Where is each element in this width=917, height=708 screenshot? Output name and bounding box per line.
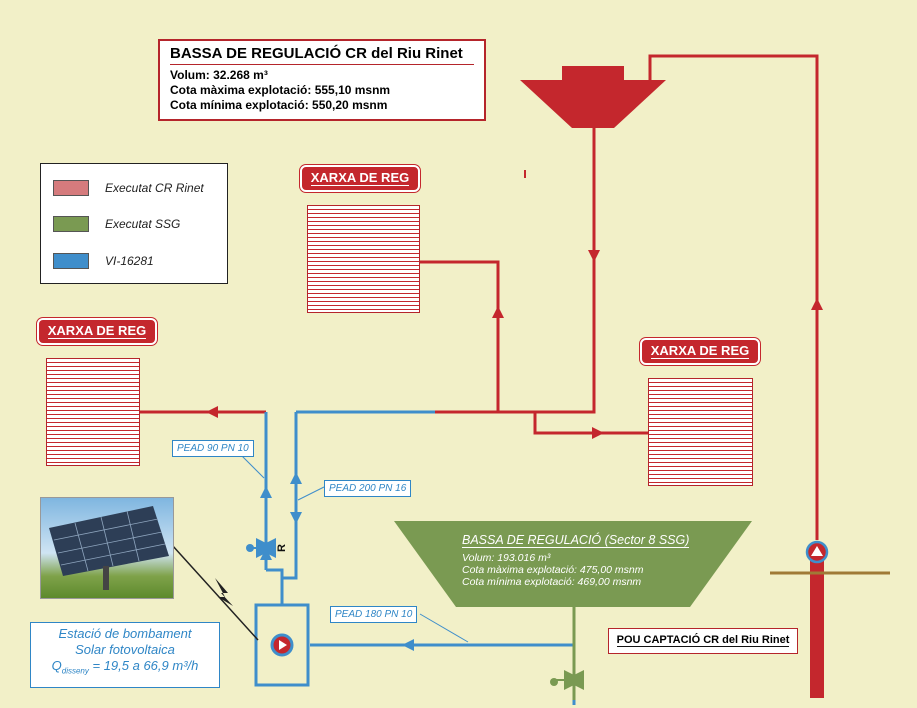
xarxa-grid-right xyxy=(648,378,753,486)
bassa-rinet-info: BASSA DE REGULACIÓ CR del Riu Rinet Volu… xyxy=(158,39,486,121)
valve-icon xyxy=(246,538,276,558)
bassa-rinet-title: BASSA DE REGULACIÓ CR del Riu Rinet xyxy=(170,45,474,65)
pou-pipe xyxy=(810,548,824,698)
lightning-icon xyxy=(215,578,233,606)
xarxa-label-right-text: XARXA DE REG xyxy=(650,343,750,359)
estacio-q: Q xyxy=(51,658,62,673)
callout-pead90: PEAD 90 PN 10 xyxy=(172,440,254,457)
pou-pump-arrow-icon xyxy=(811,546,823,556)
pump-arrow-icon xyxy=(279,640,287,650)
estacio-q-sub: disseny xyxy=(61,666,89,676)
legend-label: Executat SSG xyxy=(105,217,181,231)
legend-label: VI-16281 xyxy=(105,254,154,268)
callout-pead200: PEAD 200 PN 16 xyxy=(324,480,412,497)
xarxa-label-top: XARXA DE REG xyxy=(300,165,420,192)
solar-panel-illustration xyxy=(49,506,169,590)
xarxa-label-top-text: XARXA DE REG xyxy=(310,170,410,186)
bassa-rinet-tank-top xyxy=(562,66,624,80)
callout-pead180: PEAD 180 PN 10 xyxy=(330,606,418,623)
red-arrows xyxy=(206,250,823,439)
estacio-line1: Estació de bombament xyxy=(58,626,192,641)
xarxa-label-right: XARXA DE REG xyxy=(640,338,760,365)
estacio-line3: Qdisseny = 19,5 a 66,9 m³/h xyxy=(31,658,219,680)
bassa-ssg-info: BASSA DE REGULACIÓ (Sector 8 SSG) Volum:… xyxy=(462,531,702,588)
pump-station-box xyxy=(254,603,310,687)
ssg-valve-icon xyxy=(550,670,584,690)
bassa-ssg-volum: Volum: 193.016 m³ xyxy=(462,552,551,564)
legend-swatch-blue xyxy=(53,253,89,269)
estacio-bombament-box: Estació de bombament Solar fotovoltaica … xyxy=(30,622,220,688)
xarxa-label-left-text: XARXA DE REG xyxy=(47,323,147,339)
pou-captacio-label: POU CAPTACIÓ CR del Riu Rinet xyxy=(608,628,798,654)
pou-captacio-text: POU CAPTACIÓ CR del Riu Rinet xyxy=(616,634,790,647)
legend-swatch-green xyxy=(53,216,89,232)
legend-label: Executat CR Rinet xyxy=(105,181,204,195)
solar-panel-photo xyxy=(40,497,174,599)
bassa-rinet-cota-max: Cota màxima explotació: 555,10 msnm xyxy=(170,83,391,97)
bassa-ssg-cota-min: Cota mínima explotació: 469,00 msnm xyxy=(462,576,642,588)
bassa-ssg-tank xyxy=(394,521,752,607)
bassa-rinet-volum: Volum: 32.268 m³ xyxy=(170,68,268,82)
bassa-rinet-cota-min: Cota mínima explotació: 550,20 msnm xyxy=(170,98,388,112)
valve-label: R xyxy=(275,544,288,552)
xarxa-grid-top xyxy=(307,205,420,313)
estacio-line2: Solar fotovoltaica xyxy=(75,642,175,657)
callout-leaders xyxy=(239,453,469,643)
xarxa-label-left: XARXA DE REG xyxy=(37,318,157,345)
legend: Executat CR Rinet Executat SSG VI-16281 xyxy=(40,163,228,284)
legend-swatch-red xyxy=(53,180,89,196)
bassa-ssg-title: BASSA DE REGULACIÓ (Sector 8 SSG) xyxy=(462,533,690,548)
blue-arrows xyxy=(260,472,414,651)
bassa-rinet-tank xyxy=(520,80,666,128)
estacio-q-value: = 19,5 a 66,9 m³/h xyxy=(88,658,199,673)
xarxa-grid-left xyxy=(46,358,140,466)
bassa-ssg-cota-max: Cota màxima explotació: 475,00 msnm xyxy=(462,564,644,576)
solar-connector xyxy=(171,544,259,641)
